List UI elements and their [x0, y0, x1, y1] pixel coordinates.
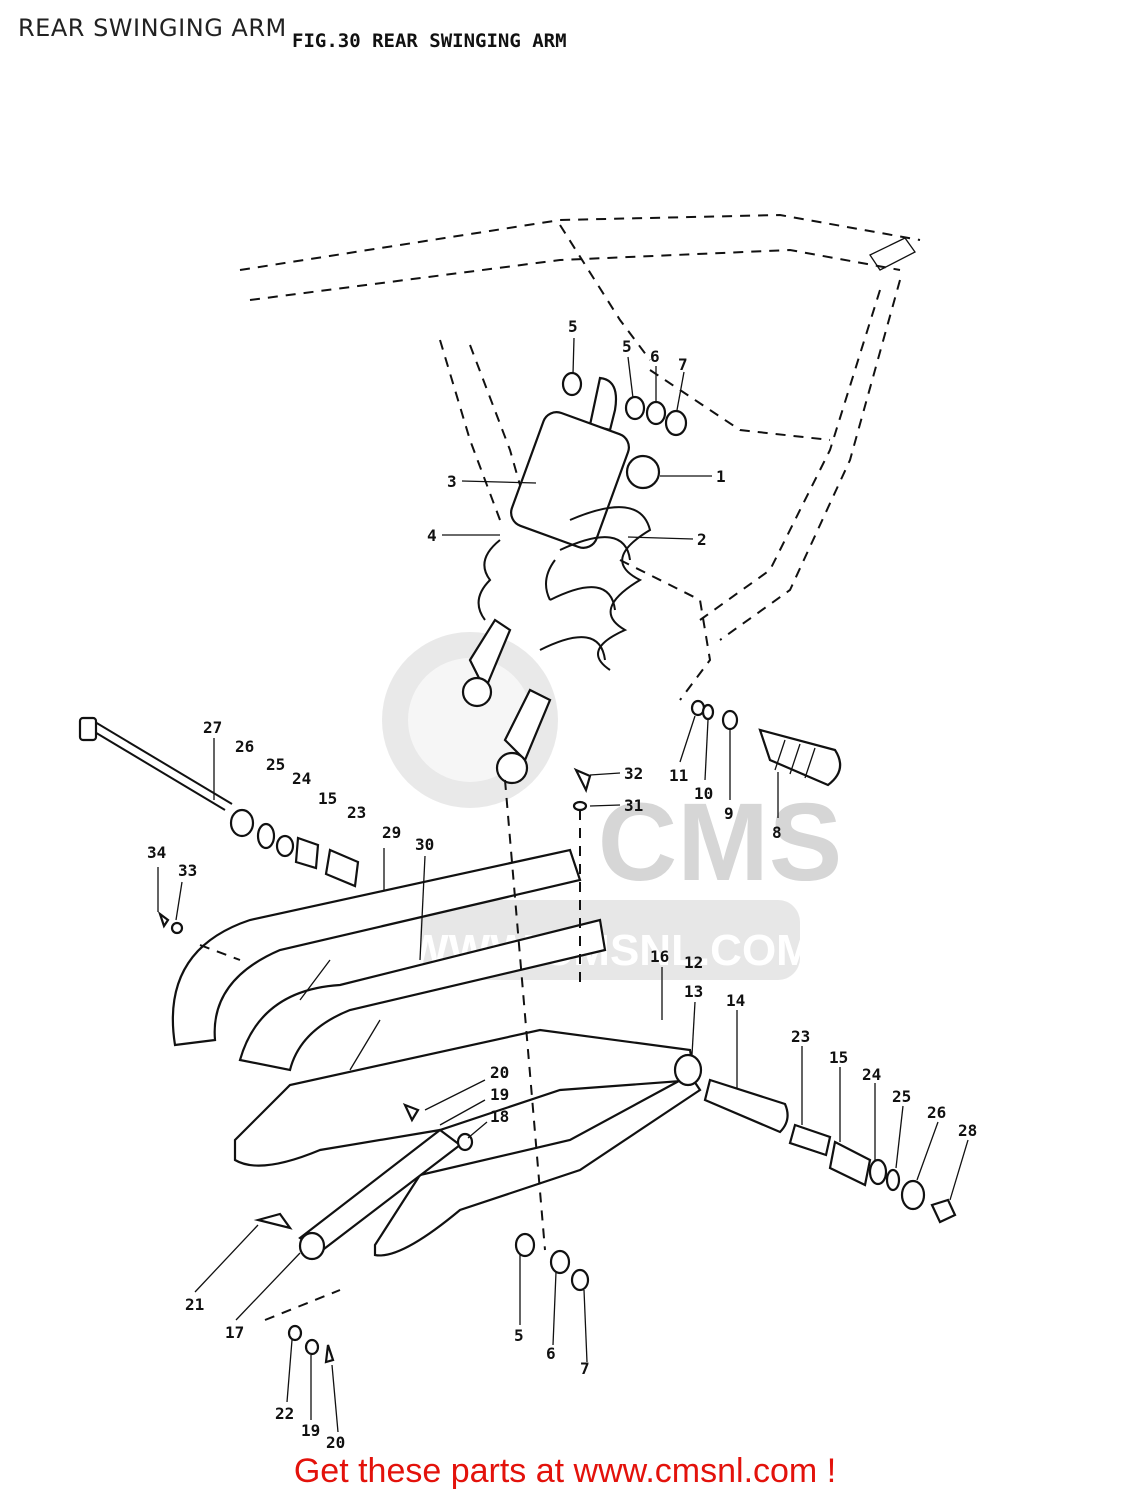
callout-24: 24	[862, 1065, 881, 1084]
callout-27: 27	[203, 718, 222, 737]
callout-28: 28	[958, 1121, 977, 1140]
callout-15: 15	[318, 789, 337, 808]
callout-11: 11	[669, 766, 688, 785]
shock-mount-washers	[561, 371, 688, 437]
callout-29: 29	[382, 823, 401, 842]
footer-link-text[interactable]: Get these parts at www.cmsnl.com !	[293, 1452, 837, 1490]
watermark-brand: CMS	[598, 781, 842, 904]
assembly-guide-lines	[199, 779, 581, 1321]
callout-25: 25	[892, 1087, 911, 1106]
bolts-31-32	[572, 767, 592, 812]
callout-19: 19	[490, 1085, 509, 1104]
callout-15: 15	[829, 1048, 848, 1067]
shock-absorber-left	[461, 376, 630, 708]
callout-23: 23	[791, 1027, 810, 1046]
cmsnl-watermark: CMS WWW.CMSNL.COM	[382, 632, 842, 980]
callout-14: 14	[726, 991, 745, 1010]
callout-6: 6	[546, 1344, 556, 1363]
callout-25: 25	[266, 755, 285, 774]
callout-1: 1	[716, 467, 726, 486]
callout-30: 30	[415, 835, 434, 854]
callout-26: 26	[927, 1103, 946, 1122]
callout-7: 7	[580, 1359, 590, 1378]
callout-34: 34	[147, 843, 166, 862]
callout-22: 22	[275, 1404, 294, 1423]
lower-washers	[287, 1232, 590, 1364]
right-pivot-bushings	[703, 1078, 957, 1224]
callout-8: 8	[772, 823, 782, 842]
callout-5: 5	[568, 317, 578, 336]
callout-18: 18	[490, 1107, 509, 1126]
callout-12: 12	[684, 953, 703, 972]
page-title: REAR SWINGING ARM	[18, 14, 287, 42]
callout-24: 24	[292, 769, 311, 788]
chain-adjuster-parts	[690, 699, 842, 787]
callout-32: 32	[624, 764, 643, 783]
callout-3: 3	[447, 472, 457, 491]
torque-link	[253, 1102, 474, 1261]
callout-21: 21	[185, 1295, 204, 1314]
callout-23: 23	[347, 803, 366, 822]
callout-31: 31	[624, 796, 643, 815]
callout-leaders	[157, 337, 969, 1433]
callout-5: 5	[622, 337, 632, 356]
callout-labels: 5 5 6 7 1 3 2 4 32 31 11 10 9 8 27 26 25…	[147, 317, 977, 1452]
left-pivot-bushings	[157, 808, 360, 935]
shock-absorber-right	[495, 454, 661, 785]
callout-26: 26	[235, 737, 254, 756]
callout-17: 17	[225, 1323, 244, 1342]
callout-2: 2	[697, 530, 707, 549]
callout-6: 6	[650, 347, 660, 366]
frame-outline	[239, 213, 921, 701]
callout-5: 5	[514, 1326, 524, 1345]
callout-4: 4	[427, 526, 437, 545]
callout-10: 10	[694, 784, 713, 803]
callout-19: 19	[301, 1421, 320, 1440]
figure-title: FIG.30 REAR SWINGING ARM	[292, 30, 567, 52]
callout-7: 7	[678, 355, 688, 374]
chain-case	[171, 848, 607, 1072]
callout-9: 9	[724, 804, 734, 823]
callout-20: 20	[490, 1063, 509, 1082]
callout-13: 13	[684, 982, 703, 1001]
callout-33: 33	[178, 861, 197, 880]
pivot-shaft	[78, 716, 233, 811]
callout-20: 20	[326, 1433, 345, 1452]
callout-16: 16	[650, 947, 669, 966]
